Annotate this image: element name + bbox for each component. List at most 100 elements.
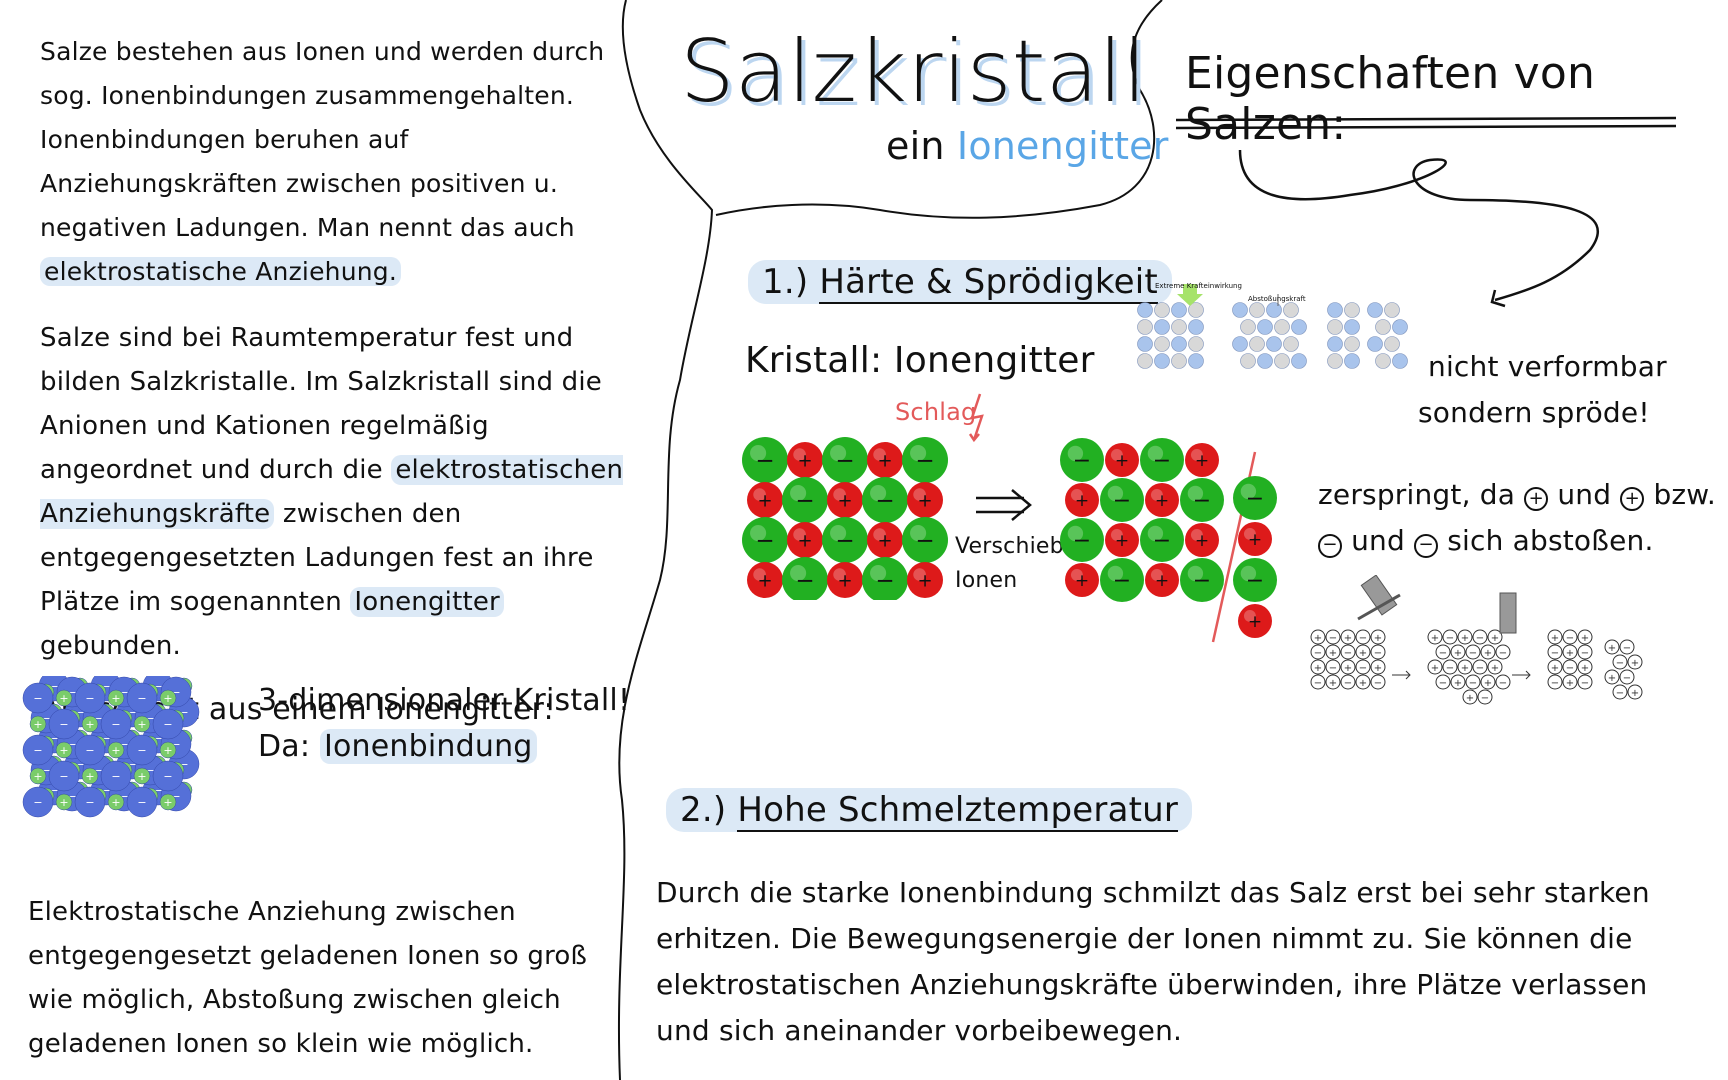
tiny-ion: + [1310, 629, 1326, 645]
da-line: Da: Ionenbindung [258, 724, 630, 770]
svg-text:−: − [59, 718, 68, 731]
tiny-ion: − [1495, 674, 1511, 690]
small-ion [1392, 319, 1408, 335]
svg-text:−: − [93, 764, 102, 777]
anion-sphere: − [22, 734, 54, 766]
anion: − [822, 437, 868, 483]
svg-text:−: − [1469, 648, 1477, 659]
tiny-ion: − [1435, 674, 1451, 690]
anion-sphere: − [100, 760, 132, 792]
svg-text:−: − [137, 744, 146, 757]
svg-text:−: − [915, 448, 934, 474]
cation-sphere: + [159, 793, 177, 811]
tiny-ion: − [1435, 644, 1451, 660]
small-ion [1154, 353, 1170, 369]
svg-text:+: + [1314, 663, 1322, 674]
svg-text:+: + [1581, 663, 1589, 674]
process-arrow-icon [1392, 670, 1411, 680]
small-ion [1327, 336, 1343, 352]
tiny-ion: − [1472, 629, 1488, 645]
svg-text:+: + [1329, 678, 1337, 689]
svg-text:−: − [171, 738, 180, 751]
svg-text:+: + [837, 490, 852, 511]
svg-text:−: − [1314, 648, 1322, 659]
svg-text:+: + [1566, 678, 1574, 689]
svg-text:+: + [757, 490, 772, 511]
svg-text:−: − [75, 758, 84, 771]
cation-sphere: + [133, 767, 151, 785]
tiny-ion: + [1487, 659, 1503, 675]
small-ion [1344, 302, 1360, 318]
svg-text:+: + [1115, 451, 1129, 471]
shatter-note: zerspringt, da + und + bzw. − und − sich… [1318, 472, 1728, 564]
svg-text:−: − [1439, 648, 1447, 659]
svg-text:−: − [1329, 663, 1337, 674]
tiny-ion: + [1325, 644, 1341, 660]
svg-text:+: + [1374, 633, 1382, 644]
svg-text:+: + [1359, 678, 1367, 689]
tiny-ion: − [1612, 684, 1628, 700]
svg-text:+: + [1608, 643, 1616, 654]
paragraph-ionic-bonds: Salze bestehen aus Ionen und werden durc… [40, 30, 640, 294]
svg-text:−: − [1446, 663, 1454, 674]
small-ion [1232, 302, 1248, 318]
svg-text:−: − [1581, 678, 1589, 689]
small-label-repulsion: Abstoßungskraft [1248, 295, 1306, 303]
anion-sphere: − [22, 786, 54, 818]
svg-text:+: + [1344, 633, 1352, 644]
sondern-sprode: sondern spröde! [1418, 396, 1650, 429]
anion-sphere: − [126, 682, 158, 714]
anion: − [742, 437, 788, 483]
svg-text:−: − [33, 796, 42, 809]
svg-text:−: − [85, 692, 94, 705]
anion-sphere: − [48, 708, 80, 740]
svg-text:−: − [163, 718, 172, 731]
tiny-ion: − [1495, 644, 1511, 660]
tiny-ion: + [1310, 659, 1326, 675]
svg-text:+: + [877, 450, 892, 471]
highlight-ionenbindung: Ionenbindung [319, 729, 537, 764]
svg-text:+: + [917, 490, 932, 511]
cation: + [787, 522, 823, 558]
tiny-ion: + [1450, 644, 1466, 660]
lattice-3d-image: −+−+−++−+−+−−+−+−++−+−+−−+−+−++−+−+−−+−+… [22, 676, 200, 818]
svg-text:−: − [153, 732, 162, 745]
ion-lattice-before: −+−+−+−+−+−+−+−+−+−+ [742, 437, 948, 600]
small-ion [1367, 302, 1383, 318]
cation-sphere: + [29, 767, 47, 785]
svg-text:−: − [1246, 569, 1264, 594]
svg-text:−: − [1073, 449, 1091, 474]
tiny-ion: − [1325, 659, 1341, 675]
svg-text:−: − [111, 718, 120, 731]
anion: − [1233, 558, 1277, 602]
svg-text:−: − [1344, 648, 1352, 659]
svg-text:−: − [1481, 693, 1489, 704]
process-arrow-icon [1512, 670, 1531, 680]
svg-text:−: − [755, 528, 774, 554]
tiny-ion: + [1462, 689, 1478, 705]
tiny-ion: − [1465, 674, 1481, 690]
left-column: Salze bestehen aus Ionen und werden durc… [40, 30, 640, 732]
svg-text:+: + [1195, 451, 1209, 471]
tiny-ion: − [1355, 629, 1371, 645]
tiny-ion: + [1370, 629, 1386, 645]
properties-title: Eigenschaften von Salzen: [1185, 48, 1596, 150]
cation: + [747, 482, 783, 518]
schlag-label: Schlag [895, 398, 977, 426]
svg-text:+: + [1359, 648, 1367, 659]
small-ion [1257, 319, 1273, 335]
cation-sphere: + [81, 715, 99, 733]
svg-text:−: − [1193, 489, 1211, 514]
svg-text:−: − [153, 784, 162, 797]
svg-text:−: − [101, 680, 110, 693]
svg-text:+: + [111, 692, 120, 705]
svg-text:−: − [1359, 663, 1367, 674]
svg-text:−: − [1374, 678, 1382, 689]
svg-text:−: − [755, 448, 774, 474]
small-ion [1384, 336, 1400, 352]
svg-text:−: − [119, 738, 128, 751]
svg-text:+: + [837, 570, 852, 591]
small-ion [1154, 302, 1170, 318]
anion-sphere: − [74, 734, 106, 766]
svg-text:−: − [795, 488, 814, 514]
